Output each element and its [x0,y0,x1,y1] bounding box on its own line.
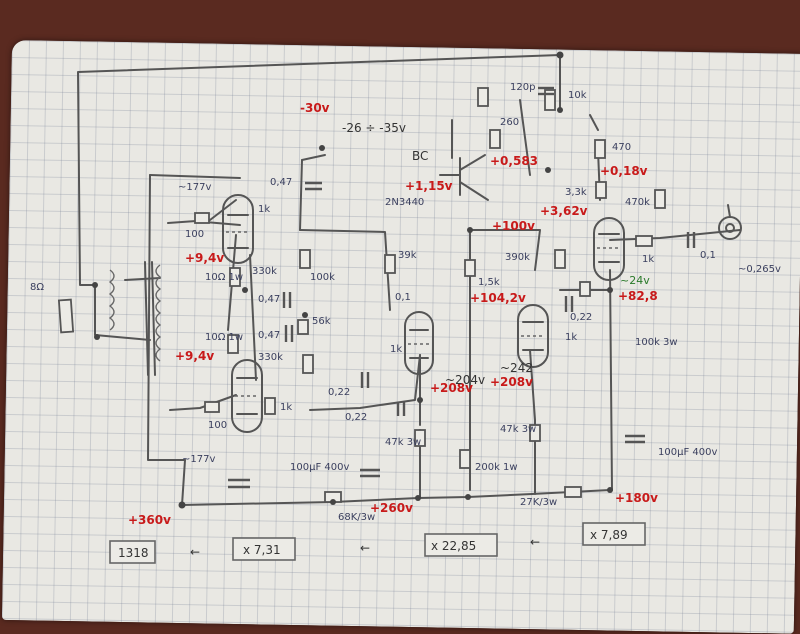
v-100-label: +100v [492,219,535,233]
v-115-label: +1,15v [405,179,453,193]
c-100u-c-label: 100µF 400v [658,447,717,458]
gain-chain-labels: x 7,89 x 22,85 x 7,31 1318 ← ← ← [118,528,628,560]
v-24-label: ~24v [620,274,650,287]
r-100-b-label: 100 [208,420,227,431]
v-208-left-label: +208v [430,381,473,395]
capacitors [228,86,696,489]
c-022-c-label: 0,22 [570,312,592,323]
c-047-c-label: 0,47 [270,177,292,188]
r-1k-d-label: 1k [642,254,654,265]
gain-3-label: x 7,31 [243,543,281,557]
node-180-label: +180v [615,491,658,505]
voltage-labels: +360v +260v +180v +208v +208v +9,4v +9,4… [128,101,781,527]
v-104-label: +104,2v [470,291,526,305]
tubes [222,194,625,433]
r-100k-label: 100k [310,272,335,283]
phase-splitter-tube [404,311,434,375]
c-022-b-label: 0,22 [345,412,367,423]
gain-box-3 [232,537,296,561]
gain-arrow-1: ← [530,535,540,549]
node-260-label: +260v [370,501,413,515]
gain-box-2 [424,533,498,557]
r-1k-b-label: 1k [390,344,402,355]
output-tube-upper [222,194,254,264]
v-0583-label: +0,583 [490,154,538,168]
v-265-label: ~0,265v [738,264,781,275]
r-1k-c-label: 1k [565,332,577,343]
bc-label: BC [412,149,428,163]
input-tube [593,217,625,281]
gain-total-box [109,540,156,564]
c-047-b-label: 0,47 [258,330,280,341]
gain-arrow-3: ← [190,545,200,559]
r-260-label: 260 [500,117,519,128]
gain-total-label: 1318 [118,546,149,560]
r-47k-a-label: 47k 3w [385,437,421,448]
r-68k-label: 68K/3w [338,512,375,523]
r-10k-label: 10k [568,90,587,101]
r-47k-b-label: 47k 3w [500,424,536,435]
speaker-label: 8Ω [30,282,44,293]
c-01-in-label: 0,1 [700,250,716,261]
v-018-label: +0,18v [600,164,648,178]
r-100k-3w-label: 100k 3w [635,337,678,348]
v-94-label: +9,4v [175,349,214,363]
bias-range-label: -26 ÷ -35v [342,121,406,135]
junctions [178,51,613,509]
gain-2-label: x 22,85 [431,539,476,553]
driver-tube [517,304,549,368]
c-047-a-label: 0,47 [258,294,280,305]
r-330k-b-label: 330k [258,352,283,363]
output-tube-lower [231,359,263,433]
speaker-load [57,282,100,340]
input-jack [718,204,742,240]
r-10-a-label: 10Ω 1w [205,272,243,283]
r-1k-e-label: 1k [258,204,270,215]
r-1k-a-label: 1k [280,402,292,413]
r-27k-label: 27K/3w [520,497,557,508]
r-39k-label: 39k [398,250,417,261]
v-362-label: +3,62v [540,204,588,218]
v-204-label: ~204v [445,373,485,387]
r-15k-label: 1,5k [478,277,500,288]
node-208-label: +208v [490,375,533,389]
c-100u-a-label: 100µF 400v [290,462,349,473]
gain-arrow-2: ← [360,541,370,555]
v-30-label: -30v [300,101,330,115]
v-94b-label: +9,4v [185,251,224,265]
transistor-label: 2N3440 [385,197,424,208]
gain-chain [109,522,646,564]
r-56k-label: 56k [312,316,331,327]
supply-360-label: +360v [128,513,171,527]
r-10-b-label: 10Ω 1w [205,332,243,343]
r-470-label: 470 [612,142,631,153]
c-120p-label: 120p [510,82,535,93]
resistors [194,87,666,503]
r-100-a-label: 100 [185,229,204,240]
v-242-label: ~242 [500,361,533,375]
r-33k-label: 3,3k [565,187,587,198]
r-390k-label: 390k [505,252,530,263]
v-177-label: ~177v [178,182,211,193]
v-822-label: +82,8 [618,289,658,303]
v-177b-label: ~177v [182,454,215,465]
gain-1-label: x 7,89 [590,528,628,542]
component-labels: 68K/3w 27K/3w 200k 1w 47k 3w 47k 3w 100k… [30,82,717,523]
bc-transistor [439,119,489,201]
c-022-a-label: 0,22 [328,387,350,398]
c-01-label: 0,1 [395,292,411,303]
output-transformer [108,261,162,376]
gain-box-1 [582,522,646,546]
r-330k-a-label: 330k [252,266,277,277]
amplifier-schematic: +360v +260v +180v +208v +208v +9,4v +9,4… [30,51,781,564]
r-200k-label: 200k 1w [475,462,518,473]
r-470k-label: 470k [625,197,650,208]
